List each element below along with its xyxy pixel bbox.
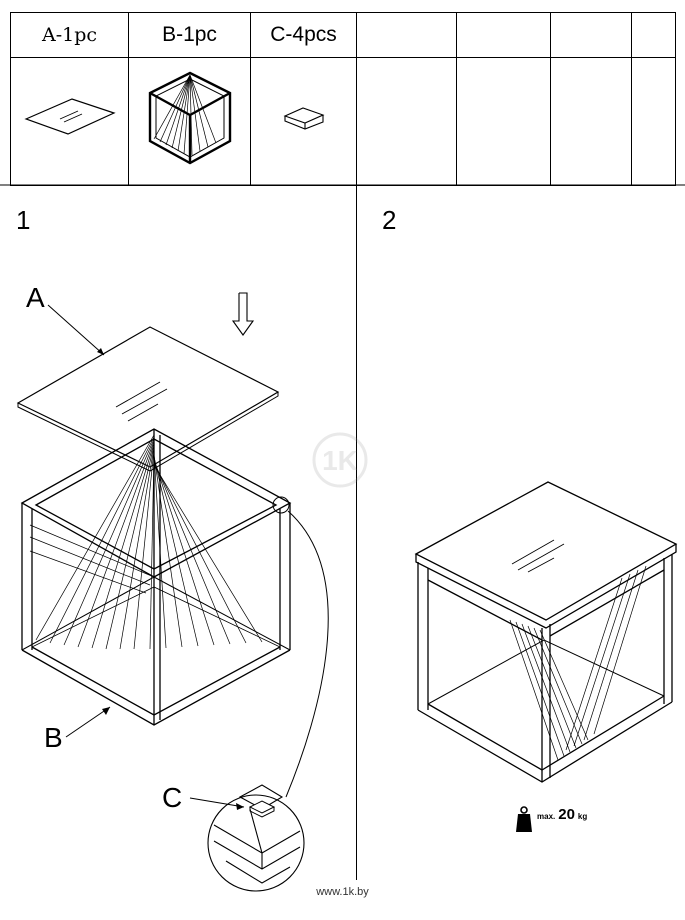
cube-frame-drawing — [20, 428, 292, 726]
empty-cell — [550, 12, 632, 58]
parts-header-row: A-1pc B-1pc C-4pcs — [10, 12, 676, 58]
empty-cell — [631, 12, 676, 58]
weight-icon — [516, 806, 532, 832]
glass-panel-icon — [23, 98, 116, 135]
part-a-cell — [10, 57, 129, 186]
part-a-label: A-1pc — [10, 12, 129, 58]
string-fan-drawing-2 — [509, 565, 647, 761]
step-2-number: 2 — [382, 205, 397, 235]
empty-cell — [631, 57, 676, 186]
max-load-unit: kg — [577, 812, 588, 821]
detail-magnifier — [207, 784, 305, 892]
felt-pad-detail — [248, 800, 276, 818]
callout-c: C — [162, 782, 183, 813]
down-arrow-icon — [231, 292, 255, 336]
part-c-cell — [250, 57, 357, 186]
string-fan-drawing — [29, 434, 263, 650]
part-b-label: B-1pc — [128, 12, 251, 58]
cube-frame-icon — [148, 71, 231, 165]
step-2-illustration — [414, 481, 678, 783]
empty-cell — [550, 57, 632, 186]
callout-a: A — [26, 282, 45, 313]
empty-cell — [456, 57, 551, 186]
parts-table: A-1pc B-1pc C-4pcs — [10, 12, 676, 186]
empty-cell — [356, 12, 457, 58]
empty-cell — [356, 57, 457, 186]
step-1-number: 1 — [16, 205, 31, 235]
assembled-table-drawing — [414, 481, 678, 783]
footer-url: www.1k.by — [316, 886, 369, 898]
watermark-text: 1K — [322, 445, 358, 476]
step-1-illustration — [16, 292, 329, 892]
felt-pad-icon — [283, 107, 324, 130]
max-load-value: 20 — [558, 806, 575, 823]
callout-b: B — [44, 722, 63, 753]
watermark-logo: 1K — [300, 428, 384, 492]
part-b-cell — [128, 57, 251, 186]
max-load-label: max. 20 kg — [537, 806, 587, 823]
parts-image-row — [10, 57, 676, 186]
max-load-prefix: max. — [537, 812, 556, 821]
